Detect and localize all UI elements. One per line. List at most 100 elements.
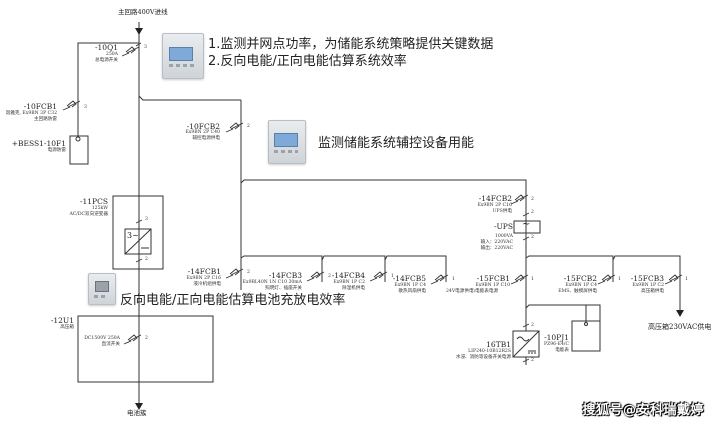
14fcb3-desc: 照明灯、插座开关 (265, 286, 302, 291)
breaker-14fcb5 (430, 274, 449, 285)
15fcb1-desc: 24V电源供电\电能表电源 (446, 289, 499, 294)
15fcb1-pole: 1 (531, 277, 534, 282)
tb-model: LIP240-10B12R2S (468, 349, 511, 354)
grid-meter-note-1: 1.监测并网点功率，为储能系统策略提供关键数据 (208, 37, 494, 52)
fcb1-tag: -10FCB1 (23, 102, 57, 111)
battery-cluster-label: 电池簇 (127, 409, 147, 417)
aux-bus-wire (240, 179, 527, 290)
ups-tag: -UPS (493, 222, 513, 231)
fcb1-desc: 主回路防雷 (34, 117, 57, 122)
main-feed-label: 主回路400V进线 (118, 8, 168, 16)
15fcb1-tag: -15FCB1 (476, 274, 510, 283)
pcs-tag: -11PCS (79, 197, 108, 206)
ups-input: 输入：220VAC (480, 240, 513, 245)
bess-desc: 电源防雷 (47, 148, 66, 153)
14fcb5-spec: Ex9BN 1P C4 (394, 283, 426, 288)
14fcb4-desc: 除湿机供电 (342, 286, 365, 291)
14fcb1-pole: 2 (247, 270, 250, 275)
14fcb4-pole: 1 (391, 274, 394, 279)
breaker-15fcb2 (597, 274, 616, 285)
15fcb2-desc: EMS、触摸屏供电 (558, 289, 597, 294)
14fcb2-pole: 2 (531, 197, 534, 202)
ups-output: 输出：220VAC (480, 246, 513, 251)
14fcb2-desc: UPS供电 (492, 209, 512, 214)
bus-15-wire (525, 255, 614, 282)
tb-desc: 水浸、消防等设备开关电源 (455, 355, 511, 360)
pcs-inverter-symbol (124, 228, 152, 255)
pcs-enclosure (112, 195, 164, 270)
pj-model: PZ96-E4/C (543, 342, 569, 347)
15fcb2-pole: 1 (618, 277, 621, 282)
grid-meter-image (162, 33, 204, 79)
14fcb4-spec: Ex9BN 1P C2 (333, 280, 365, 285)
pcs-ac-symbol: 3~ (127, 231, 139, 240)
dcsw-desc: 直流开关 (101, 342, 120, 347)
tb-pole-bottom: 2 (531, 358, 534, 363)
ups-pole-bottom: 2 (531, 235, 534, 240)
ups-ac-symbol: ~ (522, 219, 531, 230)
bess-tag: +BESS1-10F1 (11, 139, 66, 148)
fcb1-spec: 谐雅克, Ex9BN 3P C32 (5, 111, 57, 116)
battery-meter-note: 反向电能/正向电能估算电池充放电效率 (120, 293, 346, 308)
ups-pole-top: 2 (531, 210, 534, 215)
spd-branch-wire (77, 42, 139, 138)
14fcb1-tag: -14FCB1 (187, 267, 221, 276)
14fcb2-spec: Ex9BN 2P C16 (477, 203, 512, 208)
14fcb5-pole: 1 (452, 277, 455, 282)
dcsw-pole: 2 (145, 336, 148, 341)
tb-tag: 16TB1 (486, 340, 511, 349)
q1-spec: 250A (105, 52, 118, 57)
grid-meter-note-2: 2.反向电能/正向电能估算系统效率 (208, 54, 407, 69)
14fcb2-tag: -14FCB2 (478, 194, 512, 203)
aux-meter-note: 监测储能系统辅控设备用能 (318, 136, 475, 151)
14fcb3-tag: -14FCB3 (268, 271, 302, 280)
14fcb5-tag: -14FCB5 (392, 274, 426, 283)
15fcb3-desc: 高压箱供电 (641, 289, 664, 294)
pj-tag: -10PJ1 (544, 333, 569, 342)
hv-supply-label: 高压箱230VAC供电 (648, 323, 712, 331)
14fcb1-spec: Ex9BN 2P C16 (186, 276, 221, 281)
14fcb5-desc: 散热风扇供电 (398, 289, 426, 294)
fcb2-tag: -10FCB2 (186, 122, 220, 131)
watermark: 搜狐号@安科瑞戴婷 (582, 403, 704, 418)
pcs-desc: AC/DC双向逆变器 (69, 212, 108, 217)
14fcb3-pole: 2 (328, 274, 331, 279)
hv-box-enclosure (77, 315, 214, 383)
breaker-14fcb4 (369, 271, 388, 282)
14fcb4-tag: -14FCB4 (331, 271, 365, 280)
breaker-14fcb3 (306, 271, 325, 282)
breaker-15fcb3 (664, 274, 683, 285)
battery-meter-image (88, 273, 116, 305)
fcb1-pole: 3 (84, 105, 87, 110)
breaker-q1 (121, 42, 142, 57)
breaker-15fcb1 (510, 274, 529, 285)
u1-tag: -12U1 (50, 316, 74, 325)
q1-tag: -10Q1 (95, 43, 118, 52)
aux-branch-wire (138, 95, 241, 101)
feed-arrow (135, 28, 143, 35)
bus-14-wire (240, 255, 323, 282)
15fcb3-spec: Ex9BN 1P C2 (632, 283, 664, 288)
pcs-power: 125kW (91, 206, 108, 211)
pcs-pole-top: 3 (145, 217, 148, 222)
ups-rating: 1000VA (494, 234, 513, 239)
switch-dc (123, 334, 142, 345)
bess-spd-box (69, 135, 89, 165)
15fcb3-tag: -15FCB3 (630, 274, 664, 283)
breaker-fcb1 (62, 100, 81, 111)
fcb2-spec: Ex9BN 2P C40 (185, 130, 220, 135)
q1-desc: 总电源开关 (95, 58, 118, 63)
breaker-14fcb2 (510, 194, 529, 205)
tb-pole-top: 2 (531, 323, 534, 328)
14fcb3-spec: Ex9BL40N 1N C10 30mA (242, 280, 302, 285)
breaker-fcb2 (225, 122, 244, 133)
u1-desc: 高压箱 (60, 325, 74, 330)
ups-symbol (513, 220, 541, 234)
14fcb1-desc: 液冷机组供电 (193, 282, 221, 287)
fcb2-pole: 2 (247, 124, 250, 129)
pj-desc: 电能表 (555, 348, 569, 353)
fcb2-desc: 辅控电源供电 (192, 136, 220, 141)
aux-meter-image (268, 120, 306, 164)
dcsw-spec: DC1500V 250A (84, 336, 120, 341)
